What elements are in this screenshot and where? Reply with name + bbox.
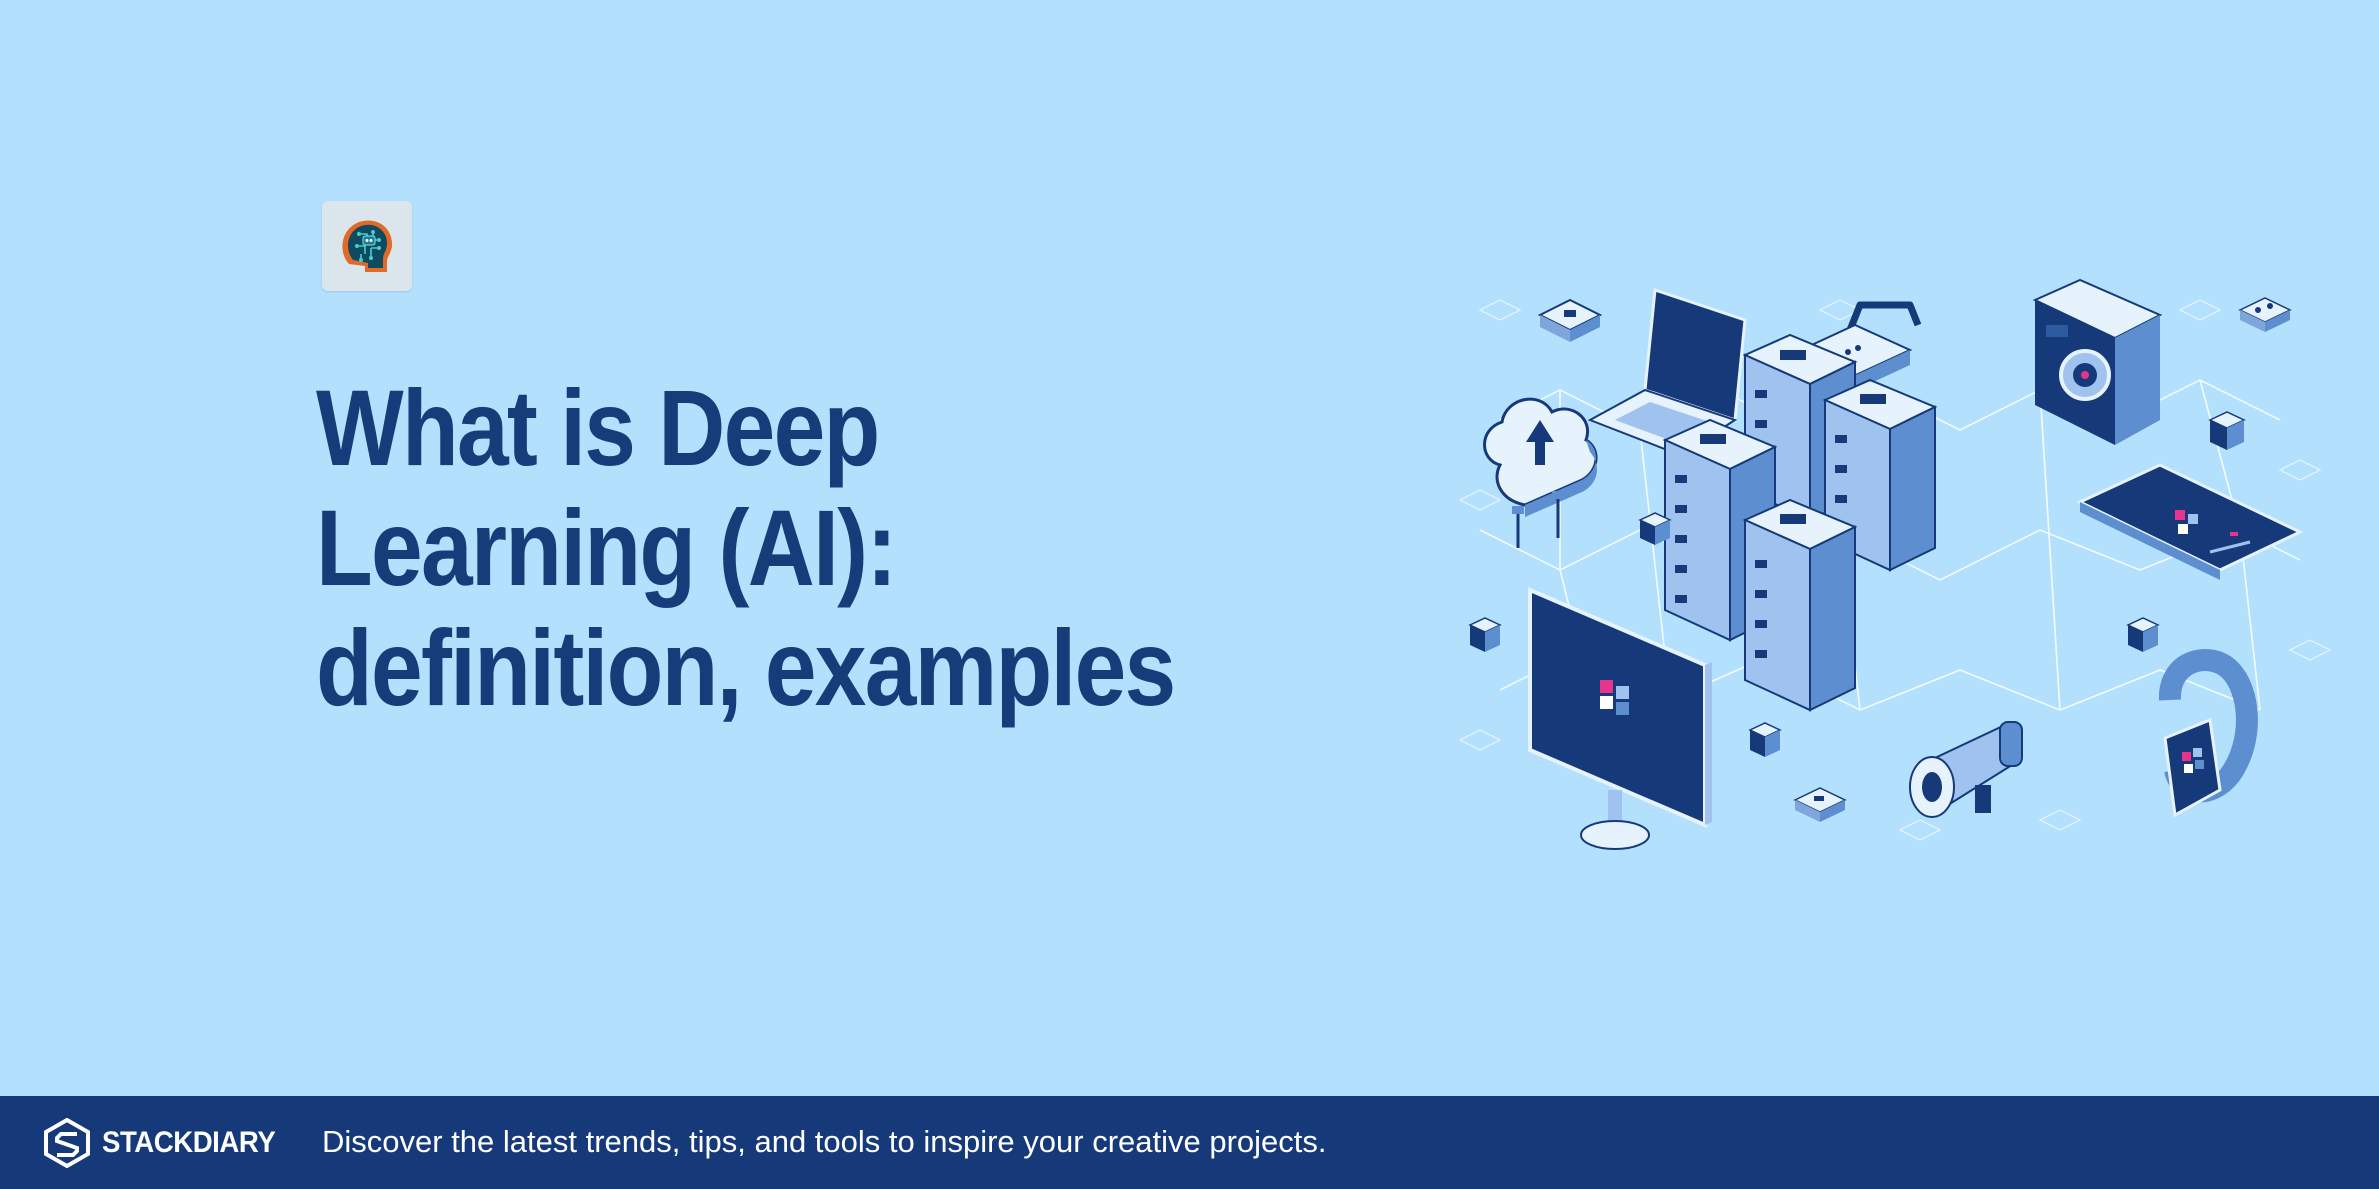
- server-rack-icon: [1662, 333, 1938, 712]
- page-title: What is Deep Learning (AI): definition, …: [316, 367, 1176, 728]
- brand-logo[interactable]: STACKDIARY: [44, 1118, 290, 1168]
- stackdiary-logo-icon: [44, 1118, 90, 1168]
- brand-name: STACKDIARY: [102, 1126, 276, 1159]
- camera-icon: [2032, 278, 2163, 445]
- small-cubes: [1468, 297, 2292, 822]
- footer-tagline: Discover the latest trends, tips, and to…: [322, 1124, 1327, 1159]
- smartphone-icon: [2076, 463, 2304, 580]
- monitor-icon: [1528, 586, 1712, 850]
- cloud-upload-icon: [1483, 397, 1598, 548]
- chip-icon: [1537, 298, 1603, 342]
- megaphone-icon: [1909, 721, 2023, 818]
- ai-head-circuit-icon: [342, 220, 393, 272]
- footer-bar: STACKDIARY Discover the latest trends, t…: [0, 1096, 2379, 1189]
- network-illustration: [1458, 278, 2332, 850]
- article-thumbnail: [322, 201, 412, 291]
- hero-banner: What is Deep Learning (AI): definition, …: [316, 201, 2332, 850]
- smartwatch-icon: [2159, 649, 2258, 818]
